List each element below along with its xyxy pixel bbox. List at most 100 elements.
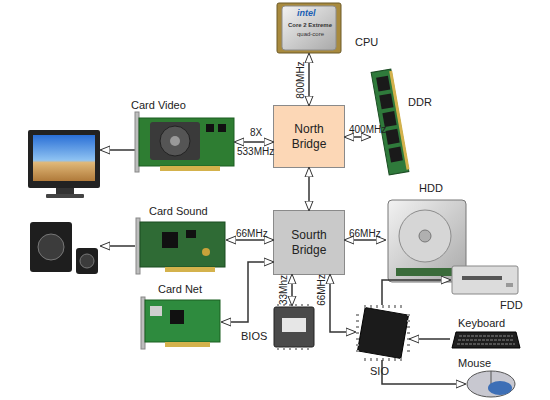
- part-label: SIO: [370, 365, 389, 377]
- ram-chip: [379, 93, 393, 109]
- subwoofer: [30, 222, 72, 272]
- chip-marking: Core 2 Extreme: [288, 22, 332, 28]
- bus-arrow: [382, 360, 465, 384]
- card-board: [139, 118, 234, 166]
- ram-chip: [389, 147, 403, 163]
- fdd-button: [506, 283, 513, 287]
- part-label: BIOS: [241, 330, 267, 342]
- speaker-cone: [38, 234, 64, 260]
- bus-arrow: [330, 275, 355, 332]
- chip-pins: [356, 305, 410, 361]
- bus-speed: 400MHz: [349, 124, 386, 135]
- speaker-cone: [80, 254, 94, 268]
- card-port: [150, 306, 162, 316]
- card-fan: [160, 126, 190, 156]
- bios-chip: [274, 304, 314, 350]
- satellite-speaker: [76, 248, 98, 274]
- ram-stick: [371, 69, 410, 175]
- card-bracket: [135, 112, 139, 172]
- card-chip: [218, 124, 226, 132]
- mouse-part: Mouse: [465, 369, 517, 398]
- hdd-spindle: [419, 230, 431, 242]
- chip-sticker: [282, 318, 306, 332]
- bus-speed: 533MHz: [237, 147, 274, 157]
- chip-marking: quad-core: [297, 31, 324, 37]
- chipset-box: North Bridge: [273, 105, 345, 168]
- part-label: Card Sound: [149, 205, 208, 217]
- monitor: [28, 130, 100, 198]
- card-chip: [186, 230, 196, 238]
- sio-part: SIO: [355, 305, 410, 360]
- bus-arrow: [227, 239, 273, 241]
- brand-mark: intel: [297, 9, 316, 18]
- hdd-board: [396, 268, 456, 276]
- bus-speed: 33Mhz: [278, 275, 289, 305]
- sound-card: [136, 218, 225, 274]
- mouse-accent: [488, 381, 512, 395]
- output-arrow: [101, 149, 135, 151]
- sio-chip: [356, 305, 410, 361]
- mouse: [467, 371, 515, 397]
- box-title: North Bridge: [278, 122, 340, 152]
- keyboard-keys: [457, 336, 515, 344]
- cpu-heatspreader: [282, 6, 336, 50]
- bus-speed: 66MHz: [316, 274, 327, 306]
- floppy-drive: [452, 266, 518, 294]
- mouse-button-split: [491, 371, 492, 384]
- monitor-neck: [56, 188, 74, 194]
- bus-arrow: [235, 141, 273, 143]
- card-contacts: [160, 166, 220, 171]
- bus-arrow: [382, 280, 450, 305]
- network-card: [141, 297, 220, 349]
- hdd-platter: [399, 210, 451, 262]
- disk-part: HDD: [385, 197, 470, 285]
- part-label: Card Net: [158, 283, 202, 295]
- part-label: HDD: [419, 182, 443, 194]
- chipset-box: Sourth Bridge: [273, 210, 345, 275]
- mouse-body: [467, 371, 515, 397]
- bus-arrow: [291, 275, 293, 305]
- bus-arrow: [345, 239, 385, 241]
- box-title: Sourth Bridge: [278, 228, 340, 258]
- ram-contacts: [389, 71, 409, 170]
- video-card: [135, 112, 234, 172]
- part-label: Keyboard: [458, 317, 505, 329]
- bus-speed: 800MHz: [295, 61, 306, 98]
- part-label: FDD: [500, 299, 523, 311]
- card-bracket: [136, 218, 140, 274]
- card-contacts: [165, 267, 215, 272]
- card-fan-hub: [170, 136, 180, 146]
- bus-speed: 8X: [250, 127, 262, 138]
- monitor-screen: [33, 135, 95, 181]
- keyboard-part: Keyboard: [450, 330, 520, 350]
- monitor-base: [46, 194, 84, 198]
- monitor-frame: [28, 130, 100, 188]
- keyboard-body: [452, 332, 520, 348]
- bus-speed: 66MHz: [236, 228, 268, 239]
- sound-card-part: Card Sound: [135, 218, 227, 274]
- part-label: Card Video: [131, 99, 186, 111]
- card-chip: [206, 124, 214, 132]
- card-bracket: [141, 297, 145, 349]
- ram-chip: [385, 129, 399, 145]
- output-arrow: [101, 245, 135, 247]
- ram-board: [371, 69, 409, 175]
- card-chip: [170, 310, 184, 324]
- part-label: Mouse: [458, 357, 491, 369]
- part-label: DDR: [408, 96, 432, 108]
- memory-part: DDR: [370, 70, 410, 175]
- bus-speed: 66MHz: [349, 228, 381, 239]
- bus-arrow: [410, 338, 450, 340]
- fdd-body: [452, 266, 518, 294]
- speakers: [30, 222, 98, 274]
- video-card-part: Card Video: [135, 112, 235, 174]
- bus-arrow: [308, 54, 310, 105]
- part-label: CPU: [355, 36, 378, 48]
- card-board: [145, 300, 220, 342]
- cpu-package: [277, 3, 341, 53]
- keyboard: [452, 332, 520, 348]
